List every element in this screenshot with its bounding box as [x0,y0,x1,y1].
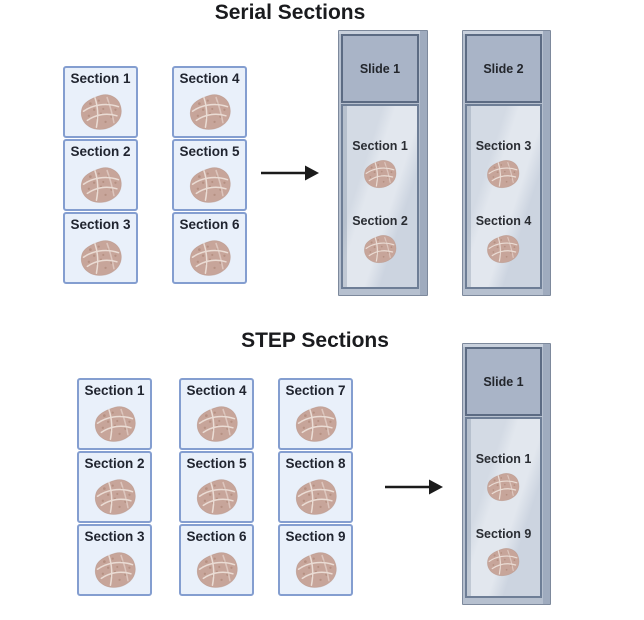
slide-label-area: Slide 1 [341,34,419,103]
serial-sections-title: Serial Sections [214,1,366,24]
serial-cassette-column-1: Section 1 Section 2 Section 3 [63,66,138,284]
tissue-specimen-icon [93,551,136,589]
section-box: Section 1 [63,66,138,138]
step-cassette-column-2: Section 4 Section 5 Section 6 [179,378,254,596]
section-box: Section 6 [172,212,247,284]
right-arrow-icon [261,165,319,181]
section-box: Section 4 [179,378,254,450]
tissue-specimen-icon [79,239,122,277]
tissue-specimen-icon [93,405,136,443]
tissue-specimen-icon [487,159,521,189]
tissue-specimen-icon [363,234,397,264]
section-box-label: Section 1 [84,383,145,398]
tissue-specimen-icon [195,478,238,516]
serial-cassette-column-2: Section 4 Section 5 Section 6 [172,66,247,284]
tissue-specimen-icon [294,551,337,589]
slide-section-label: Section 1 [352,139,408,153]
slide-section-label: Section 4 [475,214,532,228]
section-box-label: Section 6 [186,529,247,544]
section-box-label: Section 9 [285,529,346,544]
section-box: Section 3 [63,212,138,284]
slide-section-label: Section 1 [475,452,532,466]
section-box-label: Section 7 [285,383,346,398]
slide-section: Section 1 [352,138,408,189]
tissue-specimen-icon [294,405,337,443]
section-box-label: Section 2 [70,144,131,159]
section-box-label: Section 3 [84,529,145,544]
section-box-label: Section 4 [186,383,247,398]
section-box: Section 5 [179,451,254,523]
section-box: Section 8 [278,451,353,523]
slide-section: Section 3 [475,138,532,189]
slide-side-edge [543,31,550,295]
tissue-specimen-icon [487,547,521,577]
slide-label-area: Slide 2 [465,34,542,103]
slide-section: Section 4 [475,213,532,264]
tissue-specimen-icon [195,405,238,443]
right-arrow-icon [385,479,443,495]
slide-label-area: Slide 1 [465,347,542,416]
section-box-label: Section 5 [179,144,240,159]
tissue-specimen-icon [188,239,231,277]
section-box: Section 1 [77,378,152,450]
tissue-specimen-icon [188,93,231,131]
section-box: Section 3 [77,524,152,596]
section-box-label: Section 2 [84,456,145,471]
slide-section: Section 9 [475,526,532,577]
slide-side-edge [543,344,550,604]
step-cassette-column-3: Section 7 Section 8 Section 9 [278,378,353,596]
slide-top-edge [463,344,550,347]
section-box-label: Section 5 [186,456,247,471]
slide-top-edge [463,31,550,34]
slide-glass-body: Section 1 Section 9 [465,417,542,598]
slide-title: Slide 2 [483,61,524,76]
slide: Slide 1 Section 1 Section 2 [338,30,428,296]
section-box-label: Section 3 [70,217,131,232]
section-box: Section 2 [63,139,138,211]
slide-section-label: Section 9 [475,527,532,541]
slide-glass-body: Section 1 Section 2 [341,104,419,289]
step-cassette-column-1: Section 1 Section 2 Section 3 [77,378,152,596]
slide-section-label: Section 3 [475,139,532,153]
tissue-specimen-icon [363,159,397,189]
slide-side-edge [420,31,427,295]
section-box: Section 9 [278,524,353,596]
tissue-specimen-icon [487,472,521,502]
tissue-specimen-icon [79,93,122,131]
slide-section: Section 2 [352,213,408,264]
section-box-label: Section 1 [70,71,131,86]
tissue-specimen-icon [79,166,122,204]
section-box: Section 4 [172,66,247,138]
section-box-label: Section 4 [179,71,240,86]
slide-section-label: Section 2 [352,214,408,228]
section-box: Section 6 [179,524,254,596]
tissue-specimen-icon [93,478,136,516]
slide: Slide 1 Section 1 Section 9 [462,343,551,605]
slide-top-edge [339,31,427,34]
tissue-specimen-icon [487,234,521,264]
section-box-label: Section 8 [285,456,346,471]
slide: Slide 2 Section 3 Section 4 [462,30,551,296]
tissue-specimen-icon [188,166,231,204]
tissue-specimen-icon [294,478,337,516]
section-box: Section 5 [172,139,247,211]
section-box: Section 2 [77,451,152,523]
slide-title: Slide 1 [359,61,401,76]
step-sections-title: STEP Sections [241,329,389,352]
slide-section: Section 1 [475,451,532,502]
tissue-specimen-icon [195,551,238,589]
section-box: Section 7 [278,378,353,450]
section-box-label: Section 6 [179,217,240,232]
slide-title: Slide 1 [483,374,524,389]
slide-glass-body: Section 3 Section 4 [465,104,542,289]
